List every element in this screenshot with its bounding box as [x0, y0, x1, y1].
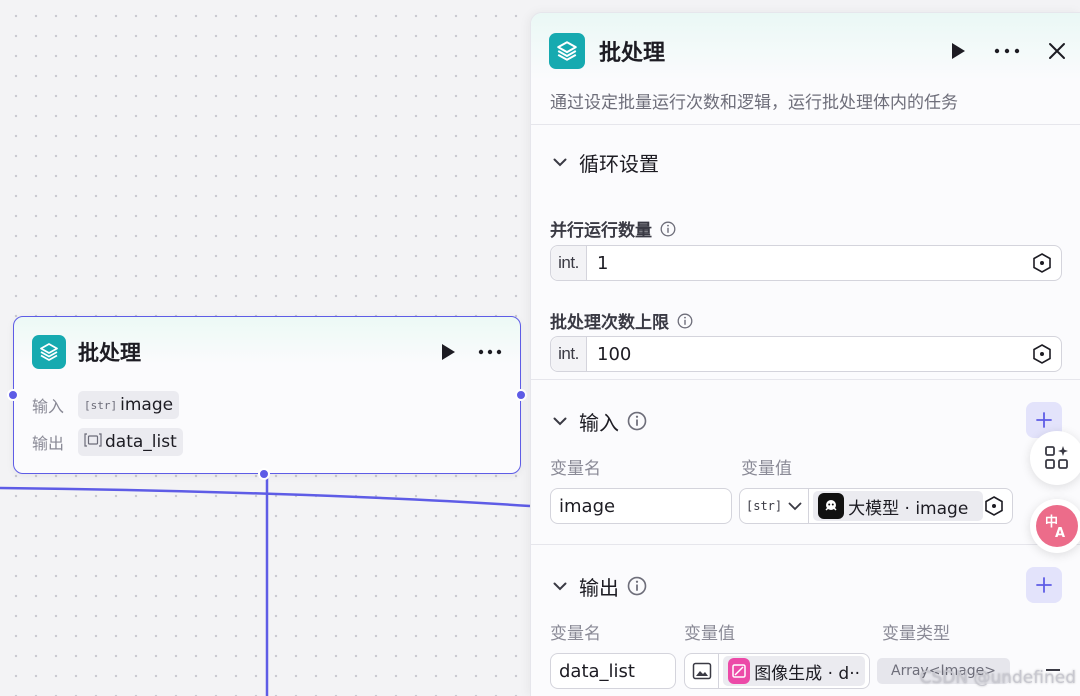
panel-title: 批处理 — [599, 41, 666, 66]
remove-output-icon[interactable] — [1046, 669, 1060, 671]
plus-icon — [1036, 577, 1052, 593]
bottom-port[interactable] — [258, 468, 270, 480]
run-icon[interactable] — [950, 42, 966, 60]
node-header: 批处理 — [32, 334, 502, 370]
grid-sparkle-icon — [1045, 446, 1068, 469]
input-var-name-value: image — [559, 495, 616, 517]
input-section-title: 输入 — [579, 410, 619, 435]
parallel-count-label-text: 并行运行数量 — [550, 221, 652, 241]
variable-ref-icon[interactable] — [983, 495, 1005, 517]
variable-ref-icon[interactable] — [1031, 252, 1053, 274]
image-icon — [685, 654, 719, 688]
input-col-value: 变量值 — [741, 459, 792, 479]
chevron-down-icon[interactable] — [553, 582, 567, 591]
parallel-count-value: 1 — [597, 252, 609, 274]
close-icon[interactable] — [1048, 42, 1066, 60]
input-ref-label: 大模型 · image — [848, 498, 969, 519]
output-ref-label: 图像生成 · d·· — [754, 663, 860, 684]
string-icon: [str] — [746, 499, 783, 513]
image-generation-icon — [728, 658, 751, 684]
node-input-value: image — [120, 395, 174, 415]
info-icon[interactable] — [627, 576, 647, 596]
llm-icon — [818, 493, 845, 519]
string-icon: [str] — [84, 398, 118, 412]
chevron-down-icon[interactable] — [553, 417, 567, 426]
layers-icon — [32, 335, 66, 369]
batch-limit-value: 100 — [597, 343, 632, 365]
node-output-row: 输出 data_list — [32, 428, 183, 456]
output-ref-chip[interactable]: 图像生成 · d·· — [723, 656, 865, 686]
output-col-type: 变量类型 — [882, 624, 950, 644]
layers-icon — [549, 33, 585, 69]
chevron-down-icon — [788, 502, 802, 510]
output-col-value: 变量值 — [684, 624, 735, 644]
node-input-row: 输入 [str]image — [32, 391, 180, 419]
batch-settings-panel: 批处理 通过设定批量运行次数和逻辑，运行批处理体内的任务 循环设置 并行运行数量… — [530, 12, 1080, 696]
svg-text:中: 中 — [1045, 514, 1058, 530]
batch-limit-label-text: 批处理次数上限 — [550, 313, 669, 333]
svg-text:A: A — [1055, 526, 1065, 541]
add-output-button[interactable] — [1026, 567, 1062, 603]
info-icon[interactable] — [627, 411, 647, 431]
apps-float-button[interactable] — [1030, 431, 1080, 485]
input-var-name-field[interactable]: image — [550, 488, 732, 524]
loop-settings-title: 循环设置 — [579, 151, 659, 176]
node-title: 批处理 — [78, 341, 141, 365]
more-icon[interactable] — [994, 48, 1020, 54]
node-input-chip: [str]image — [78, 391, 180, 419]
output-col-name: 变量名 — [550, 624, 601, 644]
chevron-down-icon[interactable] — [553, 158, 567, 167]
output-section: 输出 变量名 变量值 变量类型 data_list 图像生成 · d·· Arr… — [531, 545, 1080, 696]
info-icon[interactable] — [677, 313, 693, 329]
right-port[interactable] — [515, 389, 527, 401]
node-output-label: 输出 — [32, 434, 65, 453]
input-section: 输入 变量名 变量值 image [str] 大模型 · image — [531, 380, 1080, 545]
image-array-icon — [84, 432, 102, 453]
int-type-prefix: int. — [551, 337, 587, 371]
input-var-value-field[interactable]: [str] 大模型 · image — [739, 488, 1013, 524]
plus-icon — [1036, 412, 1052, 428]
input-section-header[interactable]: 输入 — [531, 406, 647, 436]
panel-description: 通过设定批量运行次数和逻辑，运行批处理体内的任务 — [550, 93, 958, 113]
variable-ref-icon[interactable] — [1031, 343, 1053, 365]
output-section-title: 输出 — [579, 575, 619, 600]
parallel-count-label: 并行运行数量 — [550, 216, 676, 241]
more-icon[interactable] — [478, 349, 502, 355]
int-type-prefix: int. — [551, 246, 587, 280]
output-var-name-field[interactable]: data_list — [550, 653, 676, 689]
loop-settings-section: 循环设置 并行运行数量 int. 1 批处理次数上限 int. 100 — [531, 125, 1080, 380]
left-port[interactable] — [7, 389, 19, 401]
output-var-value-field[interactable]: 图像生成 · d·· — [684, 653, 870, 689]
output-type-badge: Array<Image> — [877, 658, 1011, 684]
batch-limit-label: 批处理次数上限 — [550, 308, 693, 333]
type-select[interactable]: [str] — [740, 489, 810, 523]
node-output-chip: data_list — [78, 428, 183, 456]
info-icon[interactable] — [660, 221, 676, 237]
node-input-label: 输入 — [32, 397, 65, 416]
batch-node[interactable]: 批处理 输入 [str]image 输出 data_list — [7, 316, 527, 480]
input-col-name: 变量名 — [550, 459, 601, 479]
watermark: CSDN @undefined — [919, 668, 1076, 688]
output-section-header[interactable]: 输出 — [531, 571, 647, 601]
parallel-count-input[interactable]: int. 1 — [550, 245, 1062, 281]
node-output-value: data_list — [105, 432, 177, 452]
input-ref-chip[interactable]: 大模型 · image — [813, 491, 983, 521]
output-var-name-value: data_list — [559, 660, 635, 682]
run-icon[interactable] — [440, 343, 456, 361]
loop-settings-header[interactable]: 循环设置 — [531, 147, 659, 177]
batch-limit-input[interactable]: int. 100 — [550, 336, 1062, 372]
